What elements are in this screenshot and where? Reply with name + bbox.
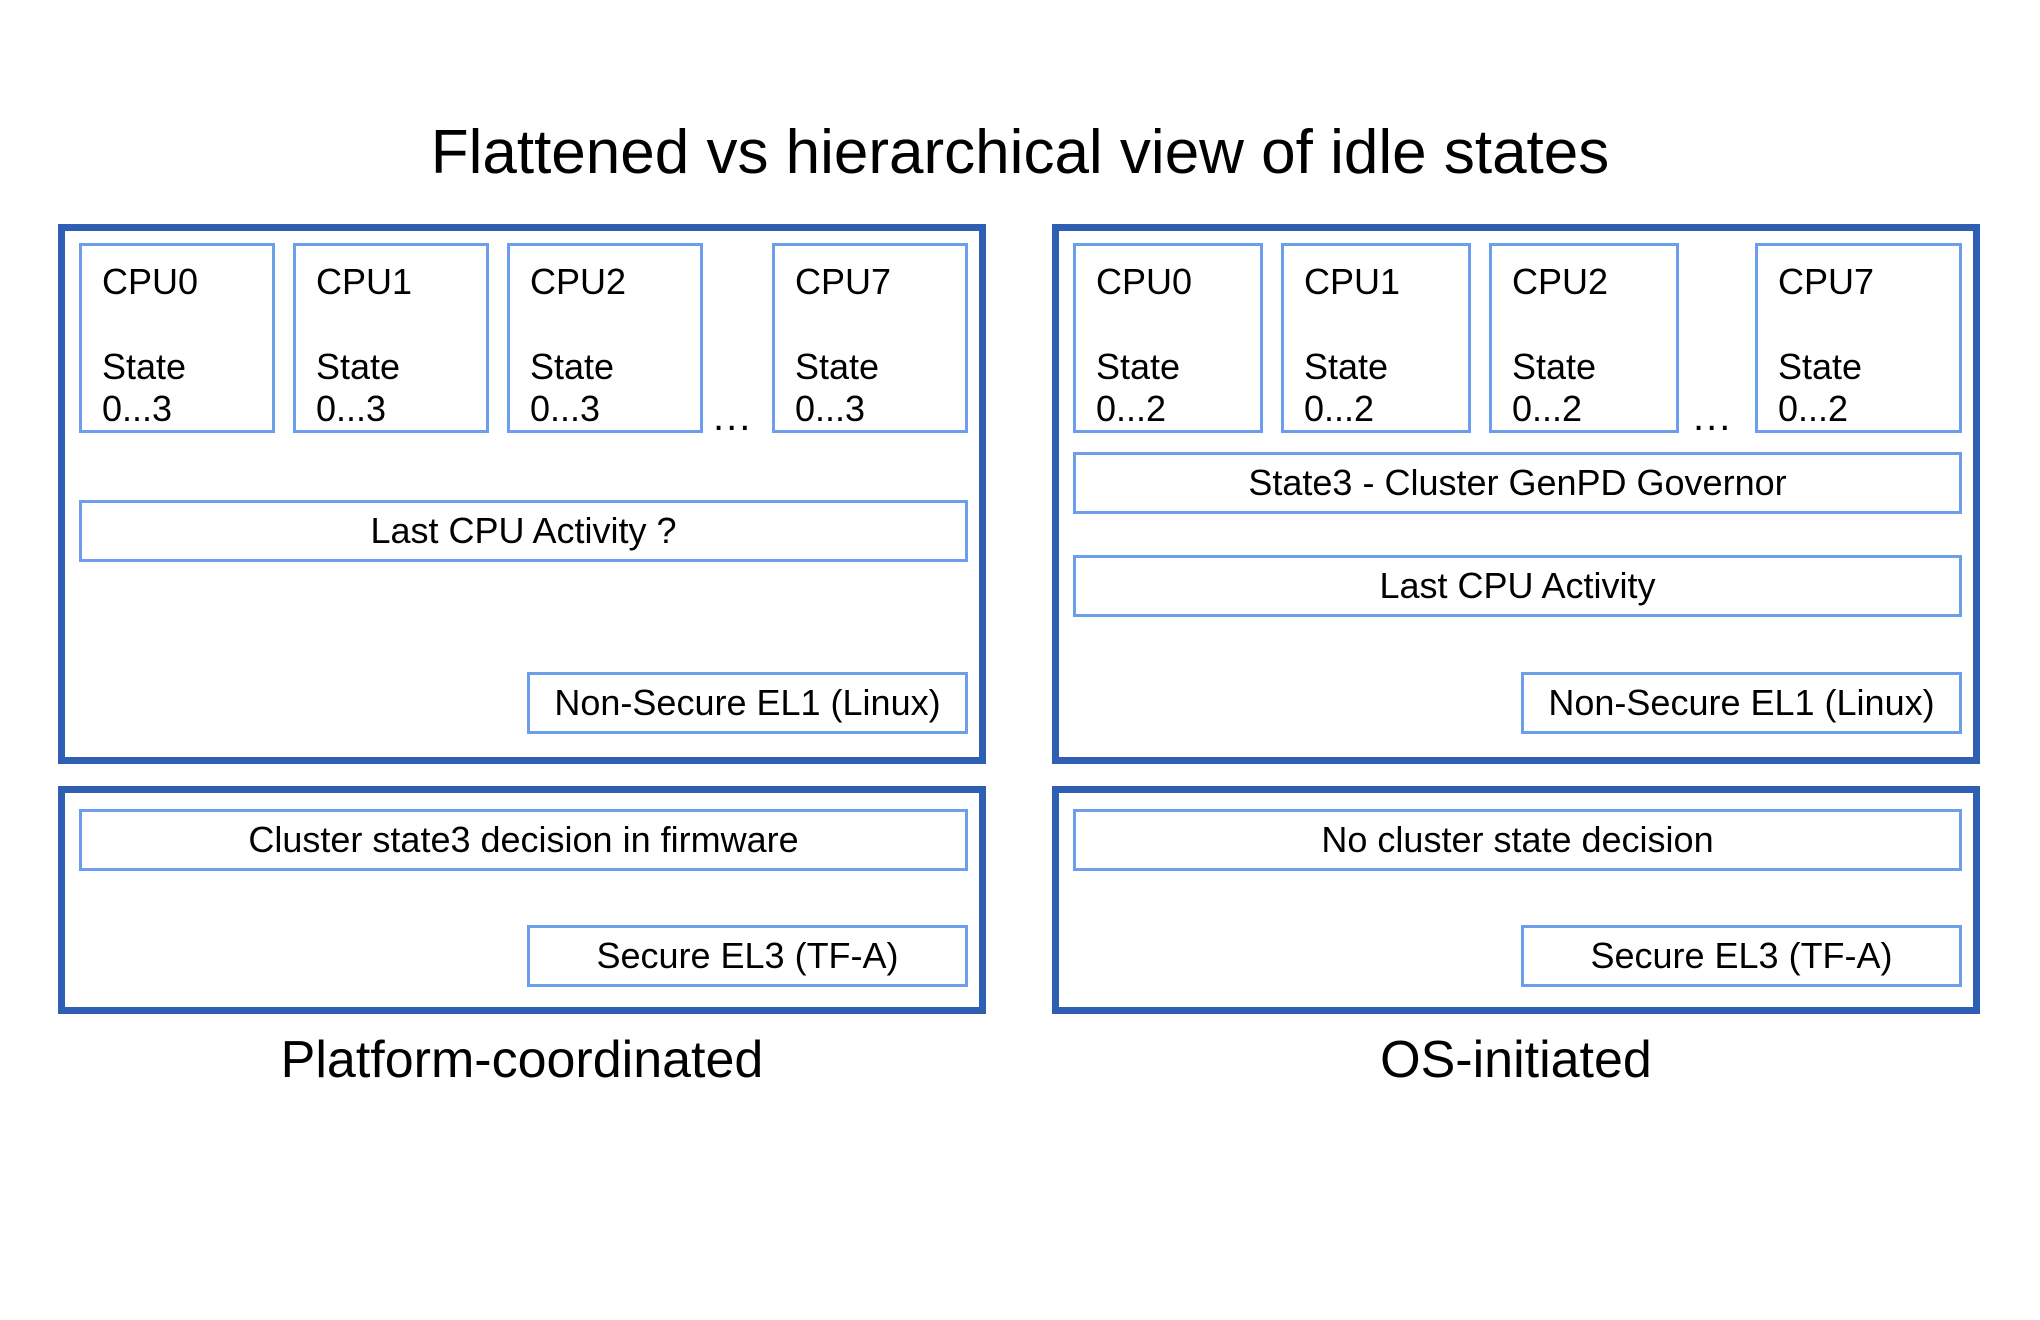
left-non-secure-el1-badge: Non-Secure EL1 (Linux) [527,672,968,734]
cpu-state-range: 0...2 [1778,388,1849,429]
exception-level-label: Non-Secure EL1 (Linux) [1548,682,1935,723]
left-cpu-box-7: CPU7 State 0...3 [772,243,968,433]
right-no-cluster-decision-bar: No cluster state decision [1073,809,1962,871]
bar-label: Last CPU Activity [1379,565,1656,606]
cpu-state-label: State [530,346,615,387]
cpu-state-range: 0...3 [316,388,387,429]
cpu-state-label: State [102,346,187,387]
left-non-secure-panel: CPU0 State 0...3 CPU1 State 0...3 CPU2 S… [58,224,986,764]
cpu-state-label: State [1304,346,1389,387]
right-non-secure-panel: CPU0 State 0...2 CPU1 State 0...2 CPU2 S… [1052,224,1980,764]
cpu-state-range: 0...3 [102,388,173,429]
bar-label: No cluster state decision [1321,819,1714,860]
cpu-label: CPU7 [795,261,892,302]
bar-label: Cluster state3 decision in firmware [248,819,799,860]
cpu-state-label: State [1512,346,1597,387]
left-cpu-ellipsis: ... [713,395,753,439]
cpu-label: CPU1 [316,261,413,302]
cpu-label: CPU7 [1778,261,1875,302]
right-cpu-box-2: CPU2 State 0...2 [1489,243,1679,433]
left-cpu-box-0: CPU0 State 0...3 [79,243,275,433]
right-secure-panel: No cluster state decision Secure EL3 (TF… [1052,786,1980,1014]
right-cpu-box-7: CPU7 State 0...2 [1755,243,1962,433]
cpu-label: CPU2 [1512,261,1609,302]
cpu-state-label: State [1778,346,1863,387]
left-secure-el3-badge: Secure EL3 (TF-A) [527,925,968,987]
cpu-state-range: 0...2 [1096,388,1167,429]
exception-level-label: Secure EL3 (TF-A) [1590,935,1893,976]
cpu-label: CPU1 [1304,261,1401,302]
left-column-caption: Platform-coordinated [280,1031,764,1089]
left-cpu-box-1: CPU1 State 0...3 [293,243,489,433]
cpu-label: CPU0 [1096,261,1193,302]
page-title: Flattened vs hierarchical view of idle s… [430,118,1610,187]
cpu-state-label: State [316,346,401,387]
right-last-cpu-activity-bar: Last CPU Activity [1073,555,1962,617]
exception-level-label: Secure EL3 (TF-A) [596,935,899,976]
exception-level-label: Non-Secure EL1 (Linux) [554,682,941,723]
cpu-label: CPU2 [530,261,627,302]
cpu-state-range: 0...2 [1304,388,1375,429]
right-cpu-box-0: CPU0 State 0...2 [1073,243,1263,433]
left-secure-panel: Cluster state3 decision in firmware Secu… [58,786,986,1014]
right-non-secure-el1-badge: Non-Secure EL1 (Linux) [1521,672,1962,734]
right-column-caption: OS-initiated [1380,1031,1652,1089]
left-cpu-box-2: CPU2 State 0...3 [507,243,703,433]
left-last-cpu-activity-bar: Last CPU Activity ? [79,500,968,562]
cpu-state-range: 0...3 [795,388,866,429]
right-secure-el3-badge: Secure EL3 (TF-A) [1521,925,1962,987]
cpu-state-range: 0...3 [530,388,601,429]
right-cpu-ellipsis: ... [1693,395,1733,439]
right-cluster-genpd-governor-bar: State3 - Cluster GenPD Governor [1073,452,1962,514]
right-cpu-box-1: CPU1 State 0...2 [1281,243,1471,433]
cpu-state-range: 0...2 [1512,388,1583,429]
bar-label: Last CPU Activity ? [370,510,677,551]
bar-label: State3 - Cluster GenPD Governor [1248,462,1787,503]
cpu-state-label: State [1096,346,1181,387]
cpu-state-label: State [795,346,880,387]
left-firmware-decision-bar: Cluster state3 decision in firmware [79,809,968,871]
cpu-label: CPU0 [102,261,199,302]
